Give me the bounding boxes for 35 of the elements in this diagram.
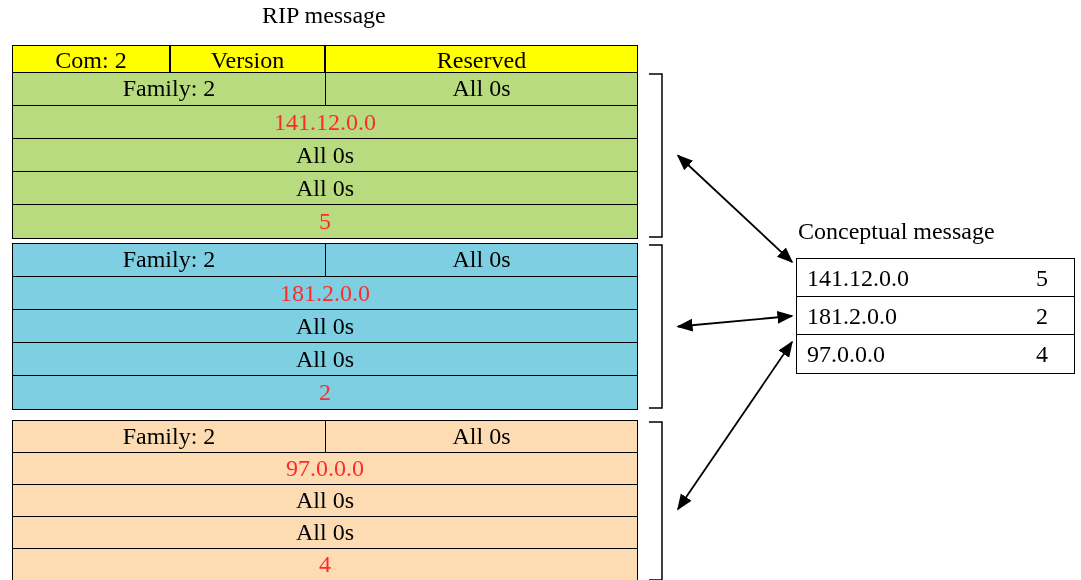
field-value: All 0s <box>452 422 511 450</box>
header-field: Version <box>210 47 285 72</box>
field-value: All 0s <box>296 345 354 373</box>
message-title: Conceptual message <box>798 218 995 245</box>
field-value: All 0s <box>452 246 511 273</box>
double-arrow <box>676 154 794 264</box>
field-value: All 0s <box>296 487 354 514</box>
table-row <box>796 334 1075 374</box>
network-address: 181.2.0.0 <box>807 302 897 330</box>
field-value: All 0s <box>296 519 354 546</box>
field-value: 5 <box>319 207 331 235</box>
hop-count: 2 <box>1036 302 1048 330</box>
field-value: All 0s <box>452 75 511 102</box>
network-address: 97.0.0.0 <box>807 340 885 368</box>
double-arrow <box>677 340 793 511</box>
network-address: 141.12.0.0 <box>807 264 909 292</box>
table-row <box>796 258 1075 298</box>
message-title: RIP message <box>262 2 386 29</box>
field-value: 4 <box>319 551 331 578</box>
table-row <box>796 296 1075 336</box>
field-value: All 0s <box>296 312 354 340</box>
field-value: 2 <box>319 378 331 406</box>
field-value: 97.0.0.0 <box>286 455 364 482</box>
double-arrow <box>676 310 794 332</box>
field-value: All 0s <box>296 141 354 169</box>
header-field: Reserved <box>436 47 527 72</box>
field-value: 141.12.0.0 <box>274 108 376 136</box>
field-value: 181.2.0.0 <box>280 279 370 307</box>
hop-count: 4 <box>1036 340 1048 368</box>
header-field: Com: 2 <box>55 47 127 72</box>
field-value: All 0s <box>296 174 354 202</box>
field-value: Family: 2 <box>122 75 216 102</box>
hop-count: 5 <box>1036 264 1048 292</box>
field-value: Family: 2 <box>122 246 216 273</box>
field-value: Family: 2 <box>122 422 216 450</box>
